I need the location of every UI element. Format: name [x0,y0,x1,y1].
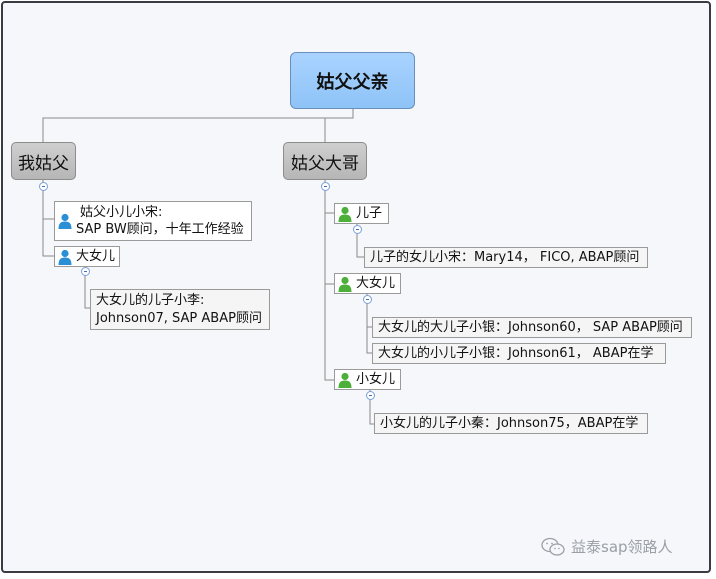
leaf-topic[interactable]: 大女儿的小儿子小银：Johnson61， ABAP在学 [372,343,666,364]
collapse-toggle-icon[interactable] [353,225,362,234]
person-icon [338,276,352,292]
subtopic-line1: 姑父小儿小宋: [80,205,163,220]
subtopic-person[interactable]: 儿子 [334,203,389,224]
collapse-toggle-icon[interactable] [363,295,372,304]
leaf-line1: 大女儿的儿子小李: [96,293,205,308]
collapse-toggle-icon[interactable] [81,267,90,276]
subtopic-label: 大女儿 [356,276,396,291]
person-icon [338,206,352,222]
leaf-line2: Johnson07, SAP ABAP顾问 [96,311,262,326]
leaf-topic[interactable]: 大女儿的大儿子小银：Johnson60， SAP ABAP顾问 [372,317,692,338]
root-topic-label: 姑父父亲 [316,71,389,93]
leaf-topic[interactable]: 大女儿的儿子小李: Johnson07, SAP ABAP顾问 [90,289,270,330]
subtopic-label: 小女儿 [356,372,396,387]
collapse-toggle-icon[interactable] [366,391,375,400]
leaf-topic[interactable]: 儿子的女儿小宋：Mary14， FICO, ABAP顾问 [364,247,648,268]
person-icon [58,249,72,265]
collapse-toggle-icon[interactable] [39,182,48,191]
watermark: 益泰sap领路人 [541,536,673,557]
subtopic-label: 儿子 [356,206,383,221]
main-topic-right[interactable]: 姑父大哥 [283,142,367,180]
leaf-label: 小女儿的儿子小秦：Johnson75，ABAP在学 [380,416,639,431]
leaf-label: 儿子的女儿小宋：Mary14， FICO, ABAP顾问 [370,250,640,265]
subtopic-label: 大女儿 [76,249,116,264]
main-topic-label: 姑父大哥 [291,153,359,174]
subtopic-person[interactable]: 小女儿 [334,369,401,390]
subtopic-text: 姑父小儿小宋: SAP BW顾问，十年工作经验 [76,204,244,238]
wechat-icon [541,537,565,556]
leaf-label: 大女儿的小儿子小银：Johnson61， ABAP在学 [378,346,654,361]
collapse-toggle-icon[interactable] [321,182,330,191]
main-topic-left[interactable]: 我姑父 [11,142,76,180]
leaf-label: 大女儿的大儿子小银：Johnson60， SAP ABAP顾问 [378,320,683,335]
root-topic[interactable]: 姑父父亲 [290,52,415,109]
leaf-topic[interactable]: 小女儿的儿子小秦：Johnson75，ABAP在学 [374,413,648,434]
watermark-text: 益泰sap领路人 [571,538,673,556]
person-icon [58,213,72,229]
subtopic-person[interactable]: 大女儿 [54,246,120,267]
subtopic-person[interactable]: 大女儿 [334,273,401,294]
main-topic-label: 我姑父 [18,153,69,174]
person-icon [338,372,352,388]
subtopic-line2: SAP BW顾问，十年工作经验 [76,222,244,237]
subtopic-person[interactable]: 姑父小儿小宋: SAP BW顾问，十年工作经验 [54,201,252,241]
